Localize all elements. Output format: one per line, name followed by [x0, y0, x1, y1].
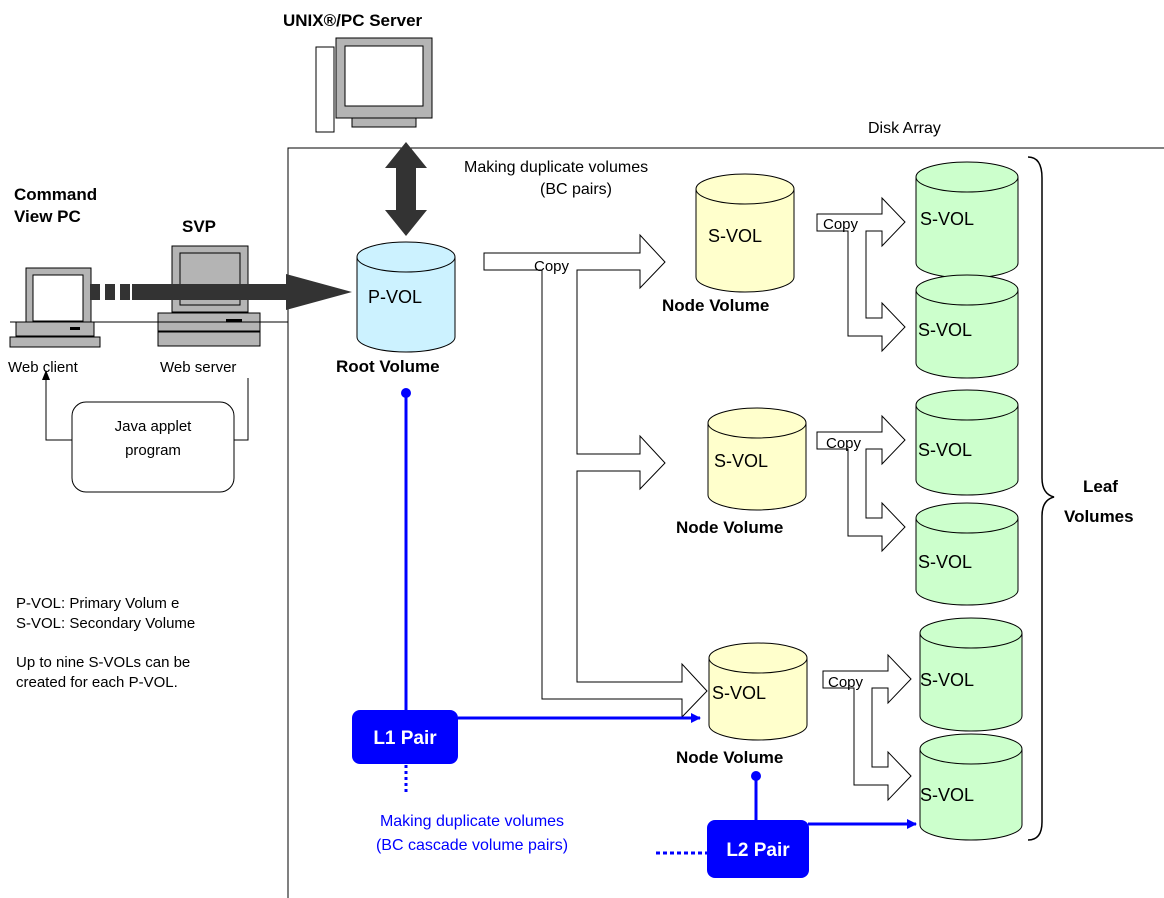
making-cascade-line2: (BC cascade volume pairs): [376, 837, 568, 854]
java-applet-loop: [45, 372, 249, 441]
node-volume-2-svol: S-VOL: [714, 451, 768, 471]
leaf-volume-6-svol: S-VOL: [920, 785, 974, 805]
leaf-copy-label-1: Copy: [823, 216, 859, 233]
node-volume-1-label: Node Volume: [662, 296, 769, 315]
svp-label: SVP: [182, 217, 216, 236]
server-link-arrow: [385, 142, 427, 236]
leaf-volume-4-cylinder: [915, 502, 1019, 606]
legend-svol: S-VOL: Secondary Volume: [16, 615, 195, 632]
root-volume-pvol: P-VOL: [368, 287, 422, 307]
command-view-line1: Command: [14, 185, 97, 204]
leaf-label-line2: Volumes: [1064, 507, 1134, 526]
leaf-brace: [1027, 156, 1055, 841]
leaf-volume-5-svol: S-VOL: [920, 670, 974, 690]
legend-note1: Up to nine S-VOLs can be: [16, 654, 190, 671]
leaf-copy-arrow-3: [822, 653, 912, 802]
legend-pvol: P-VOL: Primary Volum e: [16, 595, 179, 612]
disk-array-box: [287, 147, 1164, 898]
client-svp-dotted-connector: [90, 284, 130, 300]
making-cascade-line1: Making duplicate volumes: [380, 813, 564, 830]
node-volume-3-label: Node Volume: [676, 748, 783, 767]
leaf-copy-arrow-2: [816, 414, 906, 553]
java-applet-box: [71, 401, 235, 493]
leaf-volume-2-svol: S-VOL: [918, 320, 972, 340]
server-computer-icon: [315, 37, 433, 133]
java-applet-line2: program: [125, 442, 181, 459]
web-client-computer-icon: [9, 267, 101, 348]
leaf-volume-1-cylinder: [915, 161, 1019, 279]
leaf-volume-2-cylinder: [915, 274, 1019, 379]
leaf-volume-6-cylinder: [919, 733, 1023, 841]
node-volume-1-cylinder: [695, 173, 795, 293]
node-volume-3-cylinder: [708, 642, 808, 741]
svp-to-array-arrow: [132, 274, 352, 310]
leaf-label-line1: Leaf: [1083, 477, 1118, 496]
leaf-volume-1-svol: S-VOL: [920, 209, 974, 229]
l2-pair-badge: [707, 820, 809, 878]
node-volume-1-svol: S-VOL: [708, 226, 762, 246]
node-volume-3-svol: S-VOL: [712, 683, 766, 703]
making-bc-line1: Making duplicate volumes: [464, 159, 648, 176]
l1-pair-badge: [352, 710, 458, 764]
main-copy-arrow-tree: [483, 233, 708, 719]
web-server-label: Web server: [160, 359, 236, 376]
root-volume-cylinder: [356, 241, 456, 353]
l1-pair-label: L1 Pair: [373, 728, 437, 749]
leaf-copy-label-2: Copy: [826, 435, 862, 452]
leaf-volume-3-svol: S-VOL: [918, 440, 972, 460]
leaf-volume-4-svol: S-VOL: [918, 552, 972, 572]
web-client-label: Web client: [8, 359, 79, 376]
root-volume-label: Root Volume: [336, 357, 440, 376]
leaf-copy-arrow-1: [816, 196, 906, 353]
leaf-volume-3-cylinder: [915, 389, 1019, 496]
l2-pair-label: L2 Pair: [726, 840, 790, 861]
java-applet-line1: Java applet: [115, 418, 193, 435]
disk-array-label: Disk Array: [868, 120, 941, 137]
making-bc-line2: (BC pairs): [540, 181, 612, 198]
node-volume-2-cylinder: [707, 407, 807, 511]
node-volume-2-label: Node Volume: [676, 518, 783, 537]
main-copy-label: Copy: [534, 258, 570, 275]
command-view-line2: View PC: [14, 207, 81, 226]
java-applet-loop-arrowhead: [42, 370, 50, 380]
legend-note2: created for each P-VOL.: [16, 674, 178, 691]
server-label: UNIX®/PC Server: [283, 11, 423, 30]
leaf-volume-5-cylinder: [919, 617, 1023, 732]
leaf-copy-label-3: Copy: [828, 674, 864, 691]
